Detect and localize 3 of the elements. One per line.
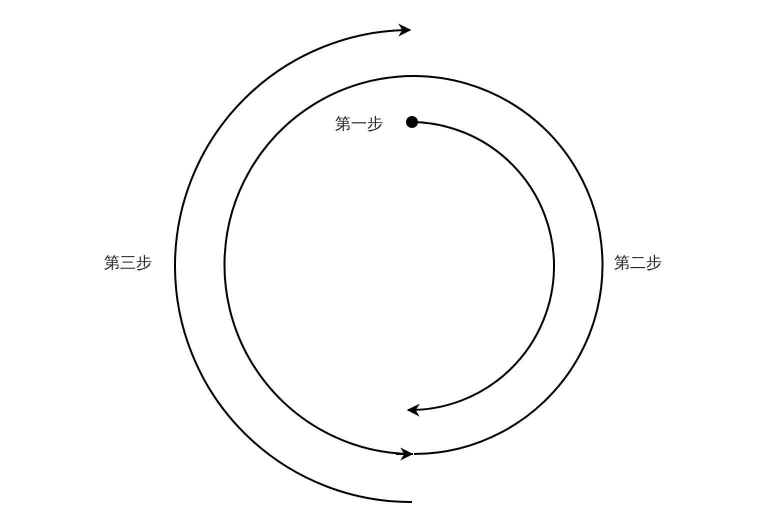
step-label: 第三步 bbox=[104, 253, 152, 273]
step-label: 第二步 bbox=[614, 253, 662, 273]
step-label: 第一步 bbox=[335, 114, 383, 134]
